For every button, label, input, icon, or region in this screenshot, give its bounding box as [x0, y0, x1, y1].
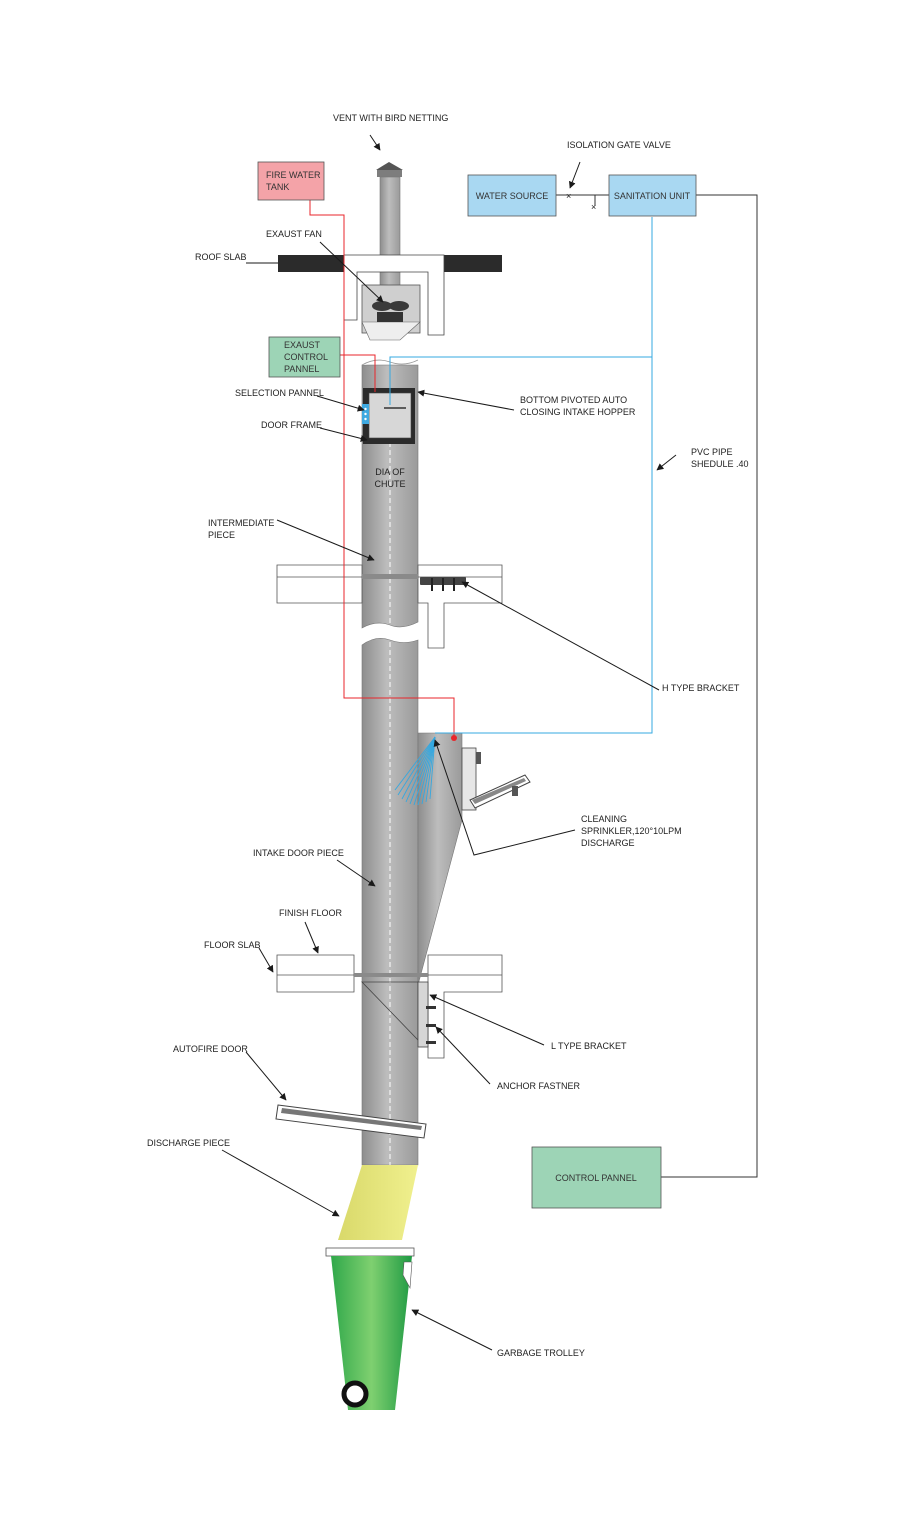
pvc-leader — [656, 454, 677, 471]
fire-water-tank-label-line2: TANK — [266, 182, 289, 192]
exhaust-panel-label-line3: PANNEL — [284, 364, 319, 374]
discharge-piece — [338, 1165, 418, 1240]
valve-leader — [568, 161, 581, 189]
intake-door-leader — [336, 859, 376, 887]
exhaust-fan-label: EXAUST FAN — [266, 229, 322, 239]
trolley-body — [331, 1256, 412, 1410]
vent-cap — [376, 162, 403, 170]
anchor-leader — [435, 1026, 491, 1085]
vent-assembly — [376, 162, 403, 306]
control-wiring — [661, 194, 758, 1178]
sprinkler-label-line1: CLEANING — [581, 814, 627, 824]
selection-panel-leader — [316, 395, 365, 412]
autofire-leader — [245, 1051, 287, 1101]
roof-slab-left — [278, 255, 344, 272]
sprinkler-label-line2: SPRINKLER,120°10LPM — [581, 826, 682, 836]
floor-slab-label: FLOOR SLAB — [204, 940, 261, 950]
anchor-fastners — [426, 1006, 436, 1044]
sprinkler-leader — [433, 739, 576, 856]
exhaust-panel-label-line1: EXAUST — [284, 340, 321, 350]
l-bracket-label: L TYPE BRACKET — [551, 1041, 627, 1051]
intake-door-piece — [394, 732, 531, 986]
trolley-lid — [325, 1247, 415, 1257]
labels: VENT WITH BIRD NETTING ISOLATION GATE VA… — [147, 113, 749, 1358]
pvc-pipe-label-line2: SHEDULE .40 — [691, 459, 749, 469]
intermediate-floor — [276, 564, 503, 649]
sprinkler-head — [451, 735, 457, 741]
sprinkler-label-line3: DISCHARGE — [581, 838, 635, 848]
l-type-bracket — [417, 981, 429, 1048]
h-bracket-leader — [461, 581, 660, 691]
pipes — [309, 194, 758, 1178]
isolation-gate-valve-symbols: × × — [566, 191, 596, 212]
floor-slab-right — [427, 954, 503, 1059]
exhaust-fan-blade-right — [389, 301, 409, 311]
intake-door-label: INTAKE DOOR PIECE — [253, 848, 344, 858]
door-frame-label: DOOR FRAME — [261, 420, 322, 430]
discharge-leader — [221, 1149, 340, 1217]
exhaust-fan-blade-left — [372, 301, 392, 311]
intake-hopper — [362, 388, 415, 444]
roof-slab — [278, 254, 502, 341]
fire-water-tank: FIRE WATER TANK — [257, 161, 325, 201]
fire-water-pipe — [309, 200, 455, 735]
hopper-leader — [417, 389, 515, 411]
h-bracket-label: H TYPE BRACKET — [662, 683, 740, 693]
water-source-box: WATER SOURCE — [467, 174, 557, 217]
vent-label: VENT WITH BIRD NETTING — [333, 113, 448, 123]
trolley-wheel — [341, 1380, 369, 1408]
roof-curb — [343, 254, 445, 336]
floor-slab-left — [276, 954, 355, 993]
exhaust-control-wire — [340, 354, 376, 392]
finish-floor-leader — [304, 921, 319, 954]
trolley-label: GARBAGE TROLLEY — [497, 1348, 585, 1358]
anchor-label: ANCHOR FASTNER — [497, 1081, 581, 1091]
lower-floor — [276, 954, 503, 1059]
pvc-pipe-hopper-branch — [389, 356, 652, 405]
pvc-pipe-main — [435, 217, 653, 734]
intermediate-label-line1: INTERMEDIATE — [208, 518, 274, 528]
door-frame-leader — [319, 427, 368, 442]
exhaust-fan-leader — [319, 241, 384, 303]
dia-of-chute-label-line1: DIA OF — [375, 467, 405, 477]
vent-netting — [377, 170, 402, 177]
autofire-label: AUTOFIRE DOOR — [173, 1044, 248, 1054]
hopper-label-line2: CLOSING INTAKE HOPPER — [520, 407, 636, 417]
isolation-valve-label: ISOLATION GATE VALVE — [567, 140, 671, 150]
garbage-trolley — [325, 1247, 415, 1410]
exhaust-fan-motor — [377, 312, 403, 322]
l-bracket-leader — [429, 994, 545, 1046]
hopper-label-line1: BOTTOM PIVOTED AUTO — [520, 395, 627, 405]
exhaust-panel-label-line2: CONTROL — [284, 352, 328, 362]
sprinkler-spray — [394, 736, 436, 806]
selection-panel-label: SELECTION PANNEL — [235, 388, 324, 398]
svg-text:×: × — [566, 191, 571, 201]
intermediate-label-line2: PIECE — [208, 530, 235, 540]
floor-slab-leader — [258, 947, 274, 973]
trolley-leader — [411, 1309, 493, 1351]
intermediate-leader — [276, 519, 375, 561]
exhaust-control-panel-box: EXAUST CONTROL PANNEL — [268, 336, 341, 378]
water-source-label: WATER SOURCE — [476, 191, 549, 201]
control-panel-label: CONTROL PANNEL — [555, 1173, 637, 1183]
control-panel-box: CONTROL PANNEL — [531, 1146, 662, 1209]
roof-slab-label: ROOF SLAB — [195, 252, 247, 262]
roof-slab-right — [444, 255, 502, 272]
sanitation-unit-label: SANITATION UNIT — [614, 191, 691, 201]
svg-text:×: × — [591, 202, 596, 212]
discharge-label: DISCHARGE PIECE — [147, 1138, 230, 1148]
vent-leader — [369, 134, 381, 151]
fire-water-tank-label-line1: FIRE WATER — [266, 170, 321, 180]
floor-slab-left-upper — [276, 564, 363, 604]
leader-lines — [221, 134, 677, 1351]
intake-door-frame — [461, 747, 477, 811]
dia-of-chute-label-line2: CHUTE — [375, 479, 406, 489]
autofire-door — [275, 1104, 427, 1139]
finish-floor-label: FINISH FLOOR — [279, 908, 343, 918]
sanitation-unit-box: SANITATION UNIT — [608, 174, 697, 217]
pvc-pipe-label-line1: PVC PIPE — [691, 447, 733, 457]
